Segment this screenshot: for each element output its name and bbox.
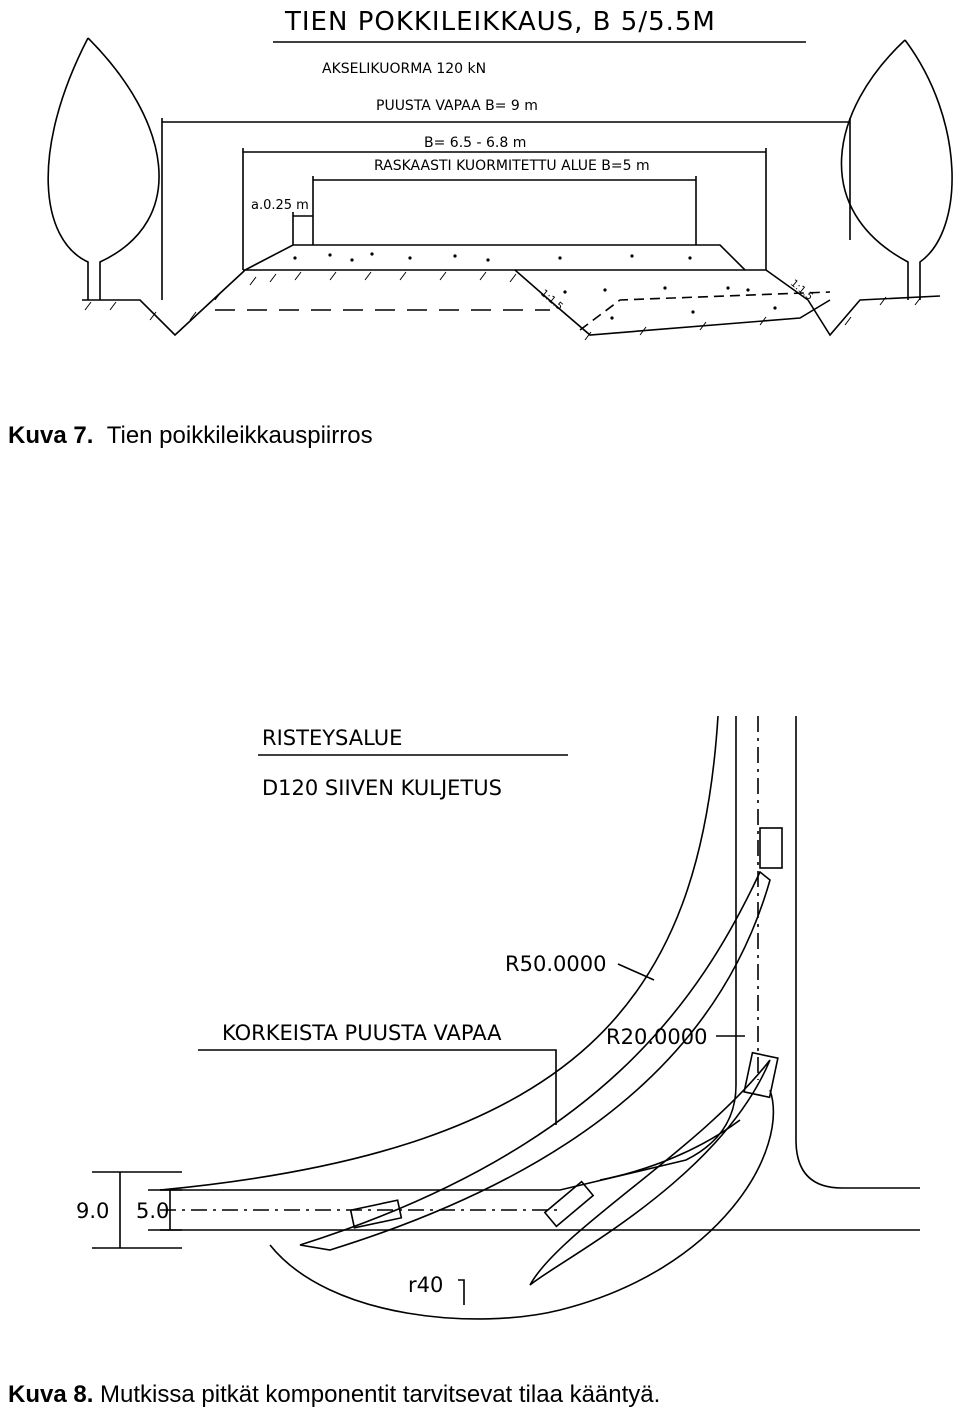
radius-r40: r40 <box>408 1273 443 1297</box>
trees-clear-label: KORKEISTA PUUSTA VAPAA <box>222 1021 502 1045</box>
slope-label-right: 1:1.5 <box>788 278 815 303</box>
offset-label: a.0.25 m <box>251 198 309 213</box>
intersection-turn-drawing: RISTEYSALUE D120 SIIVEN KULJETUS R50.000… <box>76 715 920 1320</box>
r50-arc <box>159 715 719 1191</box>
dimension-5: 5.0 <box>136 1199 169 1223</box>
r40-arc <box>269 1089 775 1320</box>
figure-8-caption: Kuva 8. Mutkissa pitkät komponentit tarv… <box>8 1381 660 1409</box>
tree-clear-label: PUUSTA VAPAA B= 9 m <box>376 98 538 114</box>
header-transport: D120 SIIVEN KULJETUS <box>262 776 502 800</box>
figure-7-text: Tien poikkileikkauspiirros <box>106 422 373 449</box>
road-width-label: B= 6.5 - 6.8 m <box>424 135 526 151</box>
left-tree <box>47 37 160 300</box>
road-cross-section-drawing: TIEN POKKILEIKKAUS, B 5/5.5M AKSELIKUORM… <box>47 7 953 341</box>
figure-8-label: Kuva 8. <box>8 1381 94 1408</box>
figure-7-label: Kuva 7. <box>8 422 94 449</box>
figure-8-text: Mutkissa pitkät komponentit tarvitsevat … <box>100 1381 661 1408</box>
radius-r20: R20.0000 <box>606 1025 707 1049</box>
right-tree <box>840 39 953 300</box>
heavy-area-label: RASKAASTI KUORMITETTU ALUE B=5 m <box>374 158 650 174</box>
dimension-9: 9.0 <box>76 1199 109 1223</box>
header-risteysalue: RISTEYSALUE <box>262 726 402 750</box>
section-title: TIEN POKKILEIKKAUS, B 5/5.5M <box>284 7 716 37</box>
slope-label-left: 1:1.5 <box>538 288 565 313</box>
radius-r50: R50.0000 <box>505 952 606 976</box>
figure-7-caption: Kuva 7. Tien poikkileikkauspiirros <box>8 422 373 450</box>
axle-load-label: AKSELIKUORMA 120 kN <box>322 61 486 77</box>
ground-profile <box>82 244 941 337</box>
